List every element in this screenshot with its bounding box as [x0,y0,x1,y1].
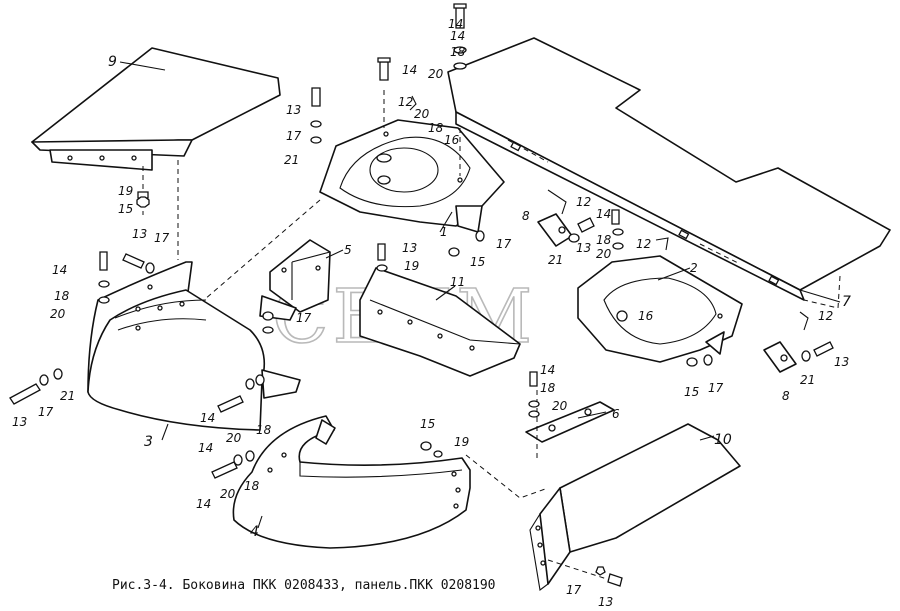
callout-8: 8 [522,209,530,223]
leader-lines [119,61,841,529]
callout-21: 21 [548,253,563,267]
callout-14: 14 [200,411,215,425]
part-8-bracket-b [763,341,797,373]
callout-20: 20 [50,307,66,321]
callout-2: 2 [690,261,698,275]
callout-14: 14 [448,17,463,31]
callout-15: 15 [684,385,699,399]
bolt-stack-left [9,251,265,479]
callout-13: 13 [132,227,147,241]
callout-21: 21 [60,389,75,403]
callout-20: 20 [552,399,568,413]
bolt-stack-top-center [310,3,467,144]
part-12-clip-d [409,95,417,111]
callout-12: 12 [398,95,413,109]
callout-4: 4 [250,524,259,540]
callout-13: 13 [834,355,849,369]
callout-20: 20 [596,247,612,261]
figure-caption: Рис.3-4. Боковина ПКК 0208433, панель.ПК… [112,578,496,593]
callout-13: 13 [286,103,301,117]
callout-15: 15 [420,417,435,431]
part-10-panel [529,423,741,591]
callout-11: 11 [450,275,465,289]
callout-1: 1 [440,225,448,239]
callout-17: 17 [566,583,582,597]
callout-14: 14 [196,497,211,511]
callout-19: 19 [454,435,469,449]
callout-13: 13 [598,595,613,609]
callout-labels: 9 19 15 13 14 17 21 14 13 17 18 20 14 12… [12,17,851,609]
part-9-panel [31,47,281,215]
callout-13: 13 [12,415,27,429]
part-1-plate [319,74,505,233]
callout-3: 3 [144,434,153,450]
callout-19: 19 [404,259,419,273]
callout-21: 21 [800,373,815,387]
callout-12: 12 [576,195,591,209]
callout-16: 16 [444,133,460,147]
part-2-plate [577,255,743,363]
callout-18: 18 [256,423,272,437]
callout-17: 17 [286,129,302,143]
part-4-skirt [232,415,549,549]
callout-17: 17 [708,381,724,395]
callout-14: 14 [52,263,67,277]
part-5-bracket [259,239,331,321]
callout-5: 5 [344,243,352,257]
callout-17: 17 [296,311,312,325]
callout-18: 18 [54,289,70,303]
callout-14: 14 [198,441,213,455]
callout-13: 13 [576,241,591,255]
callout-12: 12 [636,237,651,251]
callout-19: 19 [118,184,133,198]
callout-10: 10 [714,432,732,448]
callout-7: 7 [842,294,851,310]
callout-16: 16 [638,309,654,323]
callout-20: 20 [226,431,242,445]
part-12-clip-b [655,237,669,251]
callout-20: 20 [414,107,430,121]
callout-18: 18 [428,121,444,135]
callout-18: 18 [540,381,556,395]
part-7-long-panel [447,37,891,309]
callout-21: 21 [284,153,299,167]
callout-20: 20 [428,67,444,81]
part-11-panel [359,267,521,377]
callout-8: 8 [782,389,790,403]
part-12-clip-c [799,311,809,331]
callout-14: 14 [596,207,611,221]
part-12-clip-a [547,189,567,215]
callout-12: 12 [818,309,833,323]
callout-14: 14 [450,29,465,43]
callout-18: 18 [596,233,612,247]
callout-17: 17 [154,231,170,245]
callout-18: 18 [244,479,260,493]
bolt-stack-right [528,209,834,418]
callout-14: 14 [540,363,555,377]
part-3-skirt [87,261,301,431]
callout-17: 17 [496,237,512,251]
callout-18: 18 [450,45,466,59]
callout-14: 14 [402,63,417,77]
bolt-stack-center [262,230,485,458]
callout-9: 9 [108,54,117,70]
part-6-plate [525,390,615,460]
callout-6: 6 [612,407,620,421]
callout-15: 15 [470,255,485,269]
callout-20: 20 [220,487,236,501]
part-8-bracket-a [537,213,573,247]
callout-15: 15 [118,202,133,216]
callout-13: 13 [402,241,417,255]
callout-17: 17 [38,405,54,419]
